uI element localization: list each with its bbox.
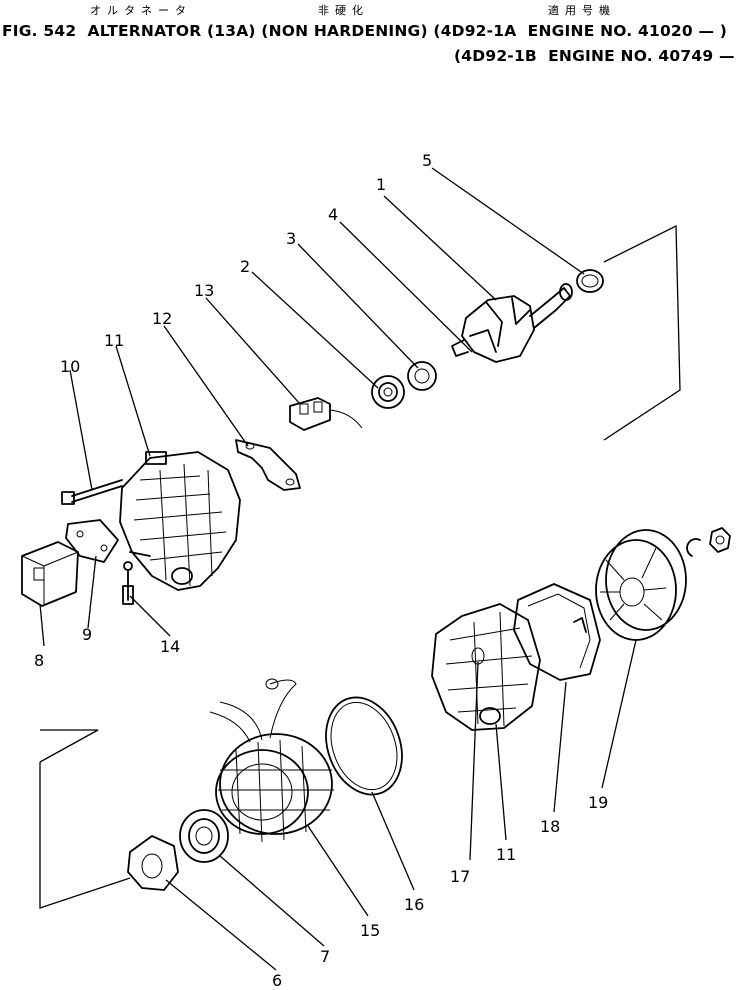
applicable-engine-caption: 適用号機 bbox=[548, 4, 616, 17]
part-8-regulator bbox=[21, 541, 79, 607]
callout-15: 15 bbox=[360, 921, 380, 940]
callout-17: 17 bbox=[450, 867, 470, 886]
non-hardening-caption: 非硬化 bbox=[318, 4, 369, 17]
figure-title-line2: (4D92-1B ENGINE NO. 40749 — ) bbox=[454, 47, 736, 65]
lock-washer bbox=[686, 538, 701, 557]
part-1-rotor bbox=[451, 283, 573, 363]
callout-3: 3 bbox=[286, 229, 296, 248]
part-7-bearing bbox=[179, 809, 229, 863]
figure-title: FIG. 542 ALTERNATOR (13A) (NON HARDENING… bbox=[2, 22, 728, 40]
callout-18: 18 bbox=[540, 817, 560, 836]
callout-6: 6 bbox=[272, 971, 282, 990]
part-5-ring bbox=[576, 269, 604, 293]
callout-2: 2 bbox=[240, 257, 250, 276]
callout-1: 1 bbox=[376, 175, 386, 194]
part-18-cover bbox=[513, 583, 601, 681]
callout-4: 4 bbox=[328, 205, 338, 224]
part-11-rear-housing bbox=[119, 451, 241, 591]
part-15-stator bbox=[209, 678, 334, 843]
part-12-cover-plate bbox=[235, 439, 301, 491]
callout-14: 14 bbox=[160, 637, 180, 656]
callout-12: 12 bbox=[152, 309, 172, 328]
callout-9: 9 bbox=[82, 625, 92, 644]
callout-11-front: 11 bbox=[496, 845, 516, 864]
part-14-terminal bbox=[122, 561, 134, 605]
part-9-gasket bbox=[65, 519, 119, 563]
part-13-brush-holder bbox=[289, 397, 363, 431]
part-10-bolt bbox=[61, 479, 123, 505]
callout-10: 10 bbox=[60, 357, 80, 376]
bracket-left bbox=[39, 729, 99, 763]
callout-5: 5 bbox=[422, 151, 432, 170]
callout-13: 13 bbox=[194, 281, 214, 300]
callout-8: 8 bbox=[34, 651, 44, 670]
callout-7: 7 bbox=[320, 947, 330, 966]
callout-16: 16 bbox=[404, 895, 424, 914]
callout-19: 19 bbox=[588, 793, 608, 812]
part-16-ring bbox=[325, 696, 403, 796]
part-6-plate bbox=[127, 835, 179, 891]
hex-nut bbox=[709, 527, 731, 553]
part-3-bearing bbox=[407, 361, 437, 391]
bracket-right bbox=[603, 224, 681, 441]
katakana-caption: オルタネータ bbox=[90, 4, 192, 17]
part-2-bearing bbox=[371, 375, 405, 409]
callout-11-rear: 11 bbox=[104, 331, 124, 350]
part-11-front-housing bbox=[431, 603, 541, 731]
part-19-pulley-fan bbox=[595, 529, 687, 641]
